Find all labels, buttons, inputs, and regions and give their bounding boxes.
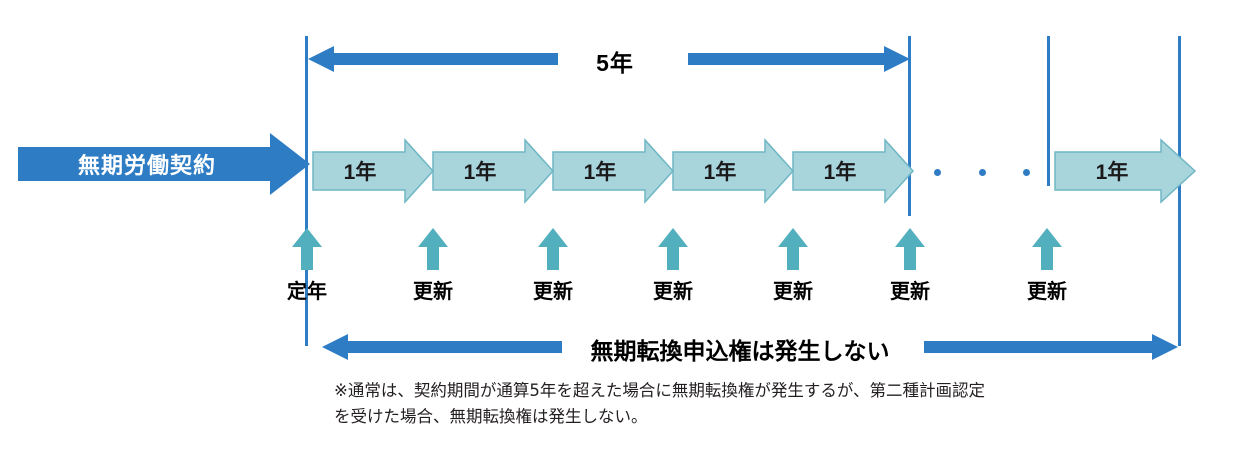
footnote-text: ※通常は、契約期間が通算5年を超えた場合に無期転換権が発生するが、第二種計画認定… bbox=[334, 381, 985, 426]
tick-label-renewal-4: 更新 bbox=[773, 281, 813, 303]
guideline-retirement bbox=[305, 36, 308, 346]
guideline-right-end bbox=[1178, 36, 1181, 346]
tick-label-renewal-5: 更新 bbox=[890, 281, 930, 303]
indefinite-contract-arrow: 無期労働契約 bbox=[18, 133, 310, 195]
indefinite-contract-label: 無期労働契約 bbox=[77, 153, 216, 178]
tick-label-renewal-2: 更新 bbox=[533, 281, 573, 303]
bottom-span-arrow-right bbox=[924, 332, 1178, 362]
year-arrow-5: 1年 bbox=[792, 138, 915, 204]
year-arrow-label: 1年 bbox=[703, 161, 737, 184]
tick-arrow-retirement bbox=[292, 228, 322, 270]
tick-arrow-renewal-3 bbox=[658, 228, 688, 270]
top-span-arrow-right bbox=[688, 44, 910, 74]
year-arrow-1: 1年 bbox=[312, 138, 435, 204]
tick-label-retirement: 定年 bbox=[287, 281, 327, 303]
year-arrow-6: 1年 bbox=[1054, 138, 1197, 204]
year-arrow-4: 1年 bbox=[672, 138, 795, 204]
bottom-span-label: 無期転換申込権は発生しない bbox=[590, 338, 890, 364]
tick-arrow-renewal-6 bbox=[1032, 228, 1062, 270]
tick-arrow-renewal-1 bbox=[418, 228, 448, 270]
tick-label-renewal-1: 更新 bbox=[413, 281, 453, 303]
guideline-ellipsis-end bbox=[1047, 36, 1050, 186]
year-arrow-label: 1年 bbox=[823, 161, 857, 184]
tick-arrow-renewal-4 bbox=[778, 228, 808, 270]
tick-arrow-renewal-2 bbox=[538, 228, 568, 270]
bottom-span-arrow-left bbox=[322, 332, 562, 362]
tick-label-renewal-3: 更新 bbox=[653, 281, 693, 303]
tick-arrow-renewal-5 bbox=[895, 228, 925, 270]
top-span-arrow-left bbox=[308, 44, 558, 74]
year-arrow-2: 1年 bbox=[432, 138, 555, 204]
ellipsis-dot bbox=[1023, 168, 1030, 176]
year-arrow-label: 1年 bbox=[1095, 161, 1129, 184]
ellipsis-dot bbox=[934, 168, 941, 176]
year-arrow-label: 1年 bbox=[463, 161, 497, 184]
top-span-label: 5年 bbox=[596, 50, 634, 76]
ellipsis-dots bbox=[934, 167, 1030, 177]
ellipsis-dot bbox=[978, 168, 986, 176]
year-arrow-3: 1年 bbox=[552, 138, 675, 204]
guideline-five-year-end bbox=[908, 36, 911, 216]
year-arrow-label: 1年 bbox=[583, 161, 617, 184]
tick-label-renewal-6: 更新 bbox=[1027, 281, 1067, 303]
year-arrow-label: 1年 bbox=[343, 161, 377, 184]
